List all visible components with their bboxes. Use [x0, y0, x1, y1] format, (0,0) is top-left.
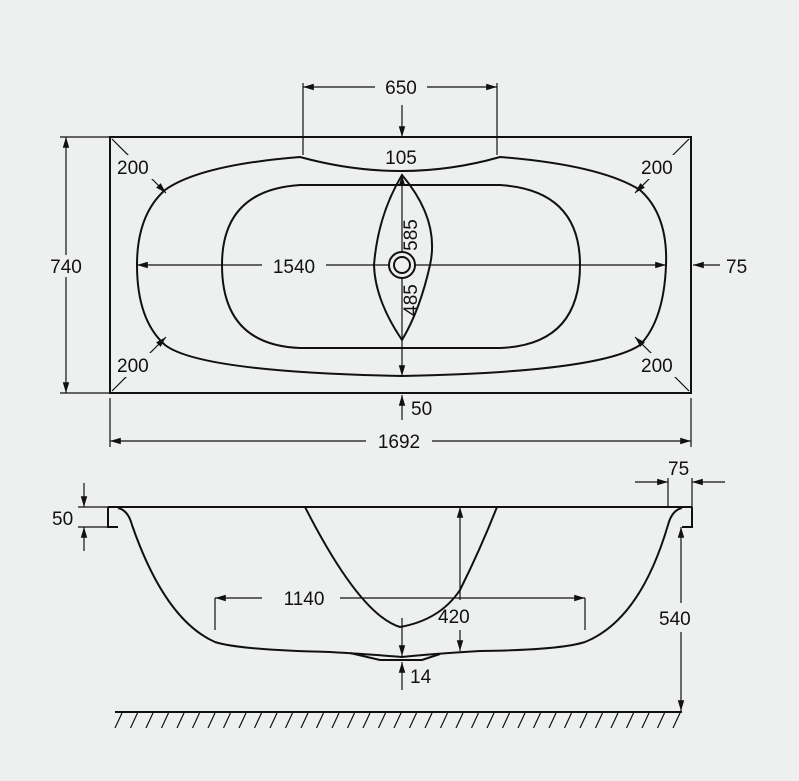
hatch-mark [486, 712, 495, 729]
bowl-profile [117, 507, 683, 659]
dim-14: 14 [410, 667, 432, 688]
hatch-mark [470, 712, 480, 729]
hatch-mark [300, 712, 309, 729]
hatch-mark [145, 712, 154, 729]
hatch-mark [160, 712, 170, 729]
hatch-mark [129, 712, 139, 729]
drain-bump [349, 652, 441, 661]
hatch-mark [455, 712, 464, 729]
hatch-mark [315, 712, 325, 729]
dim-75-top: 75 [726, 257, 747, 278]
outer-basin [135, 155, 668, 378]
tub-outline-top [109, 136, 692, 394]
hatch-mark [222, 712, 232, 729]
hatch-mark [191, 712, 201, 729]
hatch-mark [362, 712, 371, 729]
dim-485: 485 [401, 284, 422, 316]
dim-75-side: 75 [668, 459, 689, 480]
drain-icon [388, 251, 416, 279]
inner-basin [220, 184, 582, 349]
hatch-mark [625, 712, 635, 729]
corner-radius-label: 200 [641, 356, 673, 377]
hatch-mark [253, 712, 263, 729]
dim-650: 650 [385, 78, 417, 99]
hatch-mark [517, 712, 526, 729]
hatch-mark [439, 712, 449, 729]
dim-50-top: 50 [411, 399, 432, 420]
hatch-mark [594, 712, 604, 729]
hatch-mark [207, 712, 216, 729]
hatch-mark [656, 712, 666, 729]
corner-radius-label: 200 [117, 158, 149, 179]
dim-540: 540 [659, 609, 691, 630]
floor-hatching [114, 712, 681, 729]
inner-profile [304, 506, 498, 629]
top-view: 200 200 200 200 650 105 740 1540 75 585 … [40, 76, 747, 453]
hatch-mark [672, 712, 681, 729]
dim-1140: 1140 [284, 589, 325, 610]
hatch-mark [393, 712, 402, 729]
hatch-mark [501, 712, 511, 729]
dim-105: 105 [385, 148, 417, 169]
hatch-mark [238, 712, 247, 729]
hatch-mark [424, 712, 433, 729]
hatch-mark [641, 712, 650, 729]
dim-420: 420 [438, 607, 470, 628]
hatch-mark [377, 712, 387, 729]
hatch-mark [176, 712, 185, 729]
dim-740: 740 [50, 257, 82, 278]
hatch-mark [532, 712, 542, 729]
hatch-mark [346, 712, 356, 729]
dim-50-side: 50 [52, 509, 73, 530]
hatch-mark [579, 712, 588, 729]
hatch-mark [331, 712, 340, 729]
corner-radius-label: 200 [117, 356, 149, 377]
dim-585: 585 [401, 219, 422, 251]
hatch-mark [408, 712, 418, 729]
dim-1540: 1540 [273, 257, 315, 278]
side-view: 75 50 1140 420 14 540 [52, 459, 725, 729]
corner-radius-label: 200 [641, 158, 673, 179]
hatch-mark [114, 712, 123, 729]
dim-1692: 1692 [378, 432, 420, 453]
hatch-mark [610, 712, 619, 729]
hatch-mark [563, 712, 573, 729]
hatch-mark [284, 712, 294, 729]
hatch-mark [548, 712, 557, 729]
hatch-mark [269, 712, 278, 729]
